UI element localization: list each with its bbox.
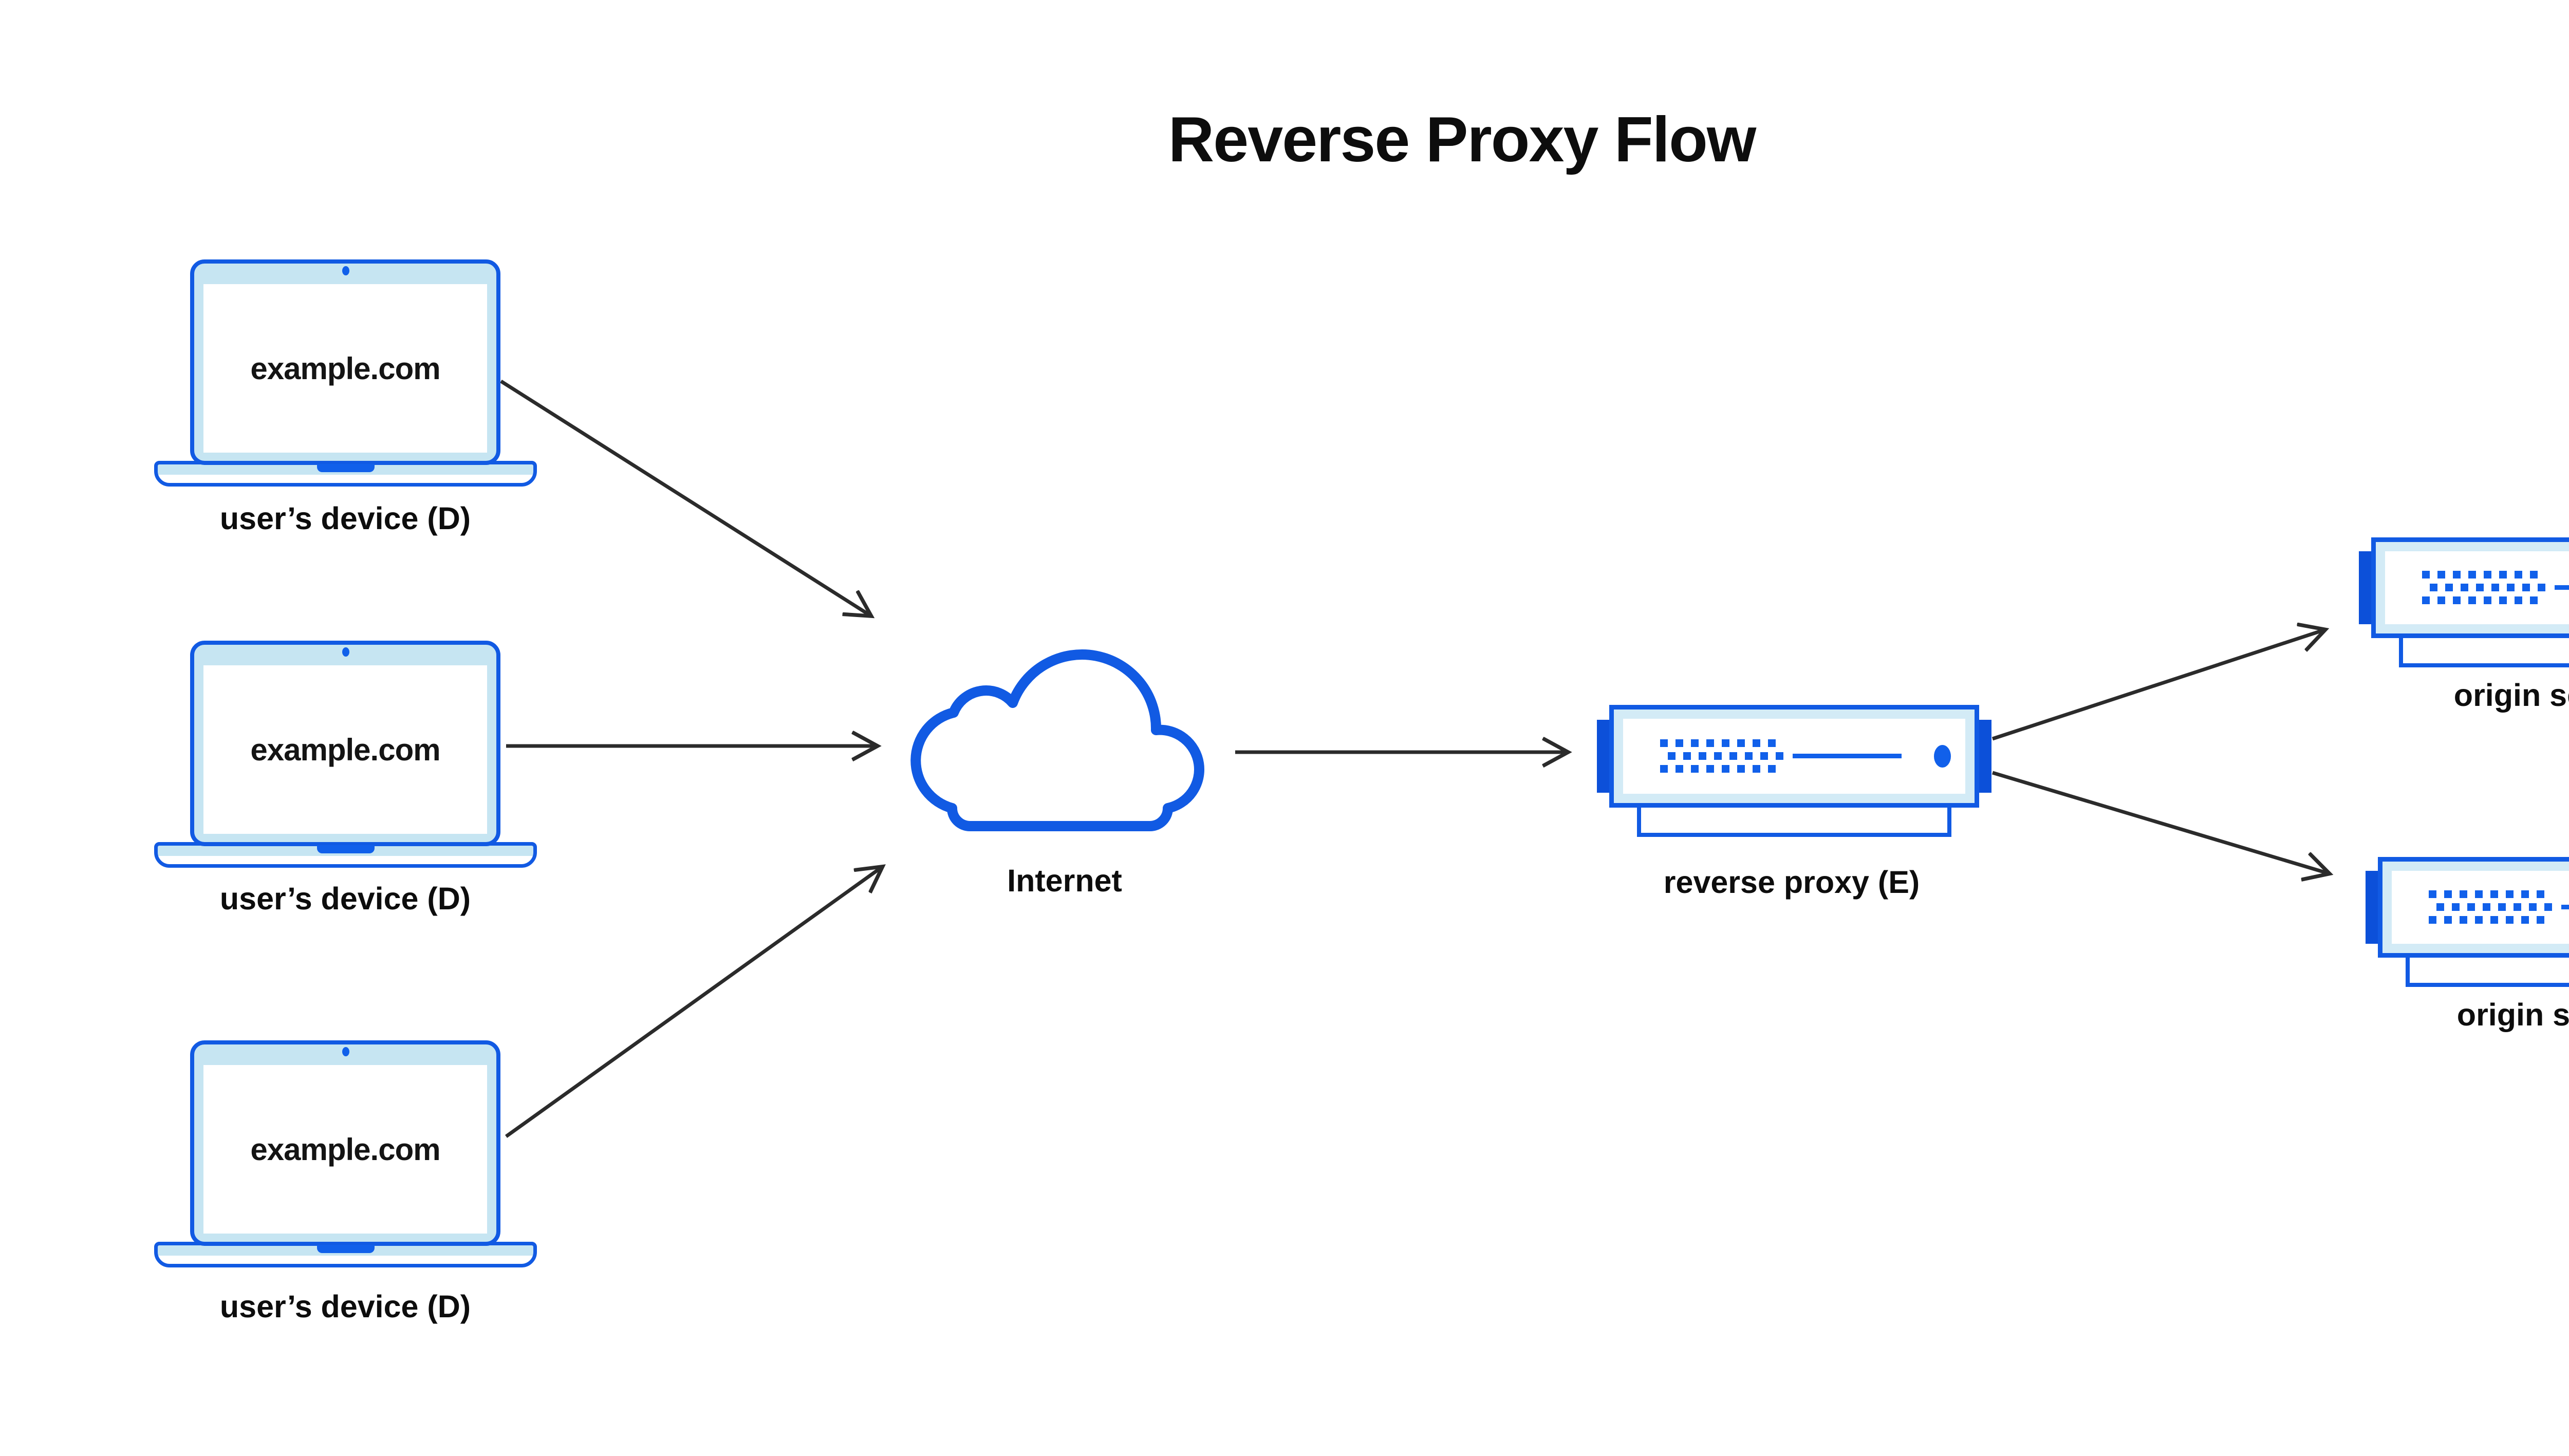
arrow-device3-to-internet bbox=[505, 867, 882, 1138]
server-slot-line bbox=[2561, 905, 2569, 909]
laptop-notch bbox=[317, 1245, 375, 1253]
reverse-proxy-node bbox=[1597, 705, 1991, 837]
server-icon bbox=[2378, 857, 2569, 958]
server-face-panel bbox=[1623, 719, 1965, 794]
device-screen-text: example.com bbox=[250, 732, 440, 767]
laptop-camera-dot bbox=[342, 1047, 349, 1056]
device-screen-text: example.com bbox=[250, 351, 440, 386]
origin-server-2-label: origin server (F) bbox=[2456, 997, 2569, 1032]
laptop-camera-dot bbox=[342, 647, 349, 657]
arrow-device1-to-internet bbox=[500, 380, 870, 615]
server-vent-dots bbox=[2429, 890, 2552, 924]
origin-server-1-label: origin server (F) bbox=[2453, 678, 2569, 713]
server-icon bbox=[2371, 537, 2569, 638]
laptop-icon: example.com bbox=[190, 259, 500, 465]
origin-server-2 bbox=[2366, 857, 2569, 987]
arrow-proxy-to-origin1 bbox=[1991, 630, 2324, 741]
arrow-proxy-to-origin2 bbox=[1991, 771, 2329, 873]
laptop-screen: example.com bbox=[203, 284, 487, 453]
server-slot-line bbox=[2555, 585, 2569, 590]
laptop-screen: example.com bbox=[203, 1065, 487, 1234]
laptop-notch bbox=[317, 464, 375, 472]
user-device-3: example.com bbox=[154, 1040, 537, 1269]
laptop-notch bbox=[317, 845, 375, 853]
user-device-3-label: user’s device (D) bbox=[219, 1289, 471, 1324]
device-screen-text: example.com bbox=[250, 1132, 440, 1167]
user-device-1-label: user’s device (D) bbox=[219, 501, 471, 536]
laptop-camera-dot bbox=[342, 266, 349, 275]
server-slot-line bbox=[1793, 754, 1902, 758]
laptop-screen: example.com bbox=[203, 665, 487, 834]
user-device-1: example.com bbox=[154, 259, 537, 488]
reverse-proxy-label: reverse proxy (E) bbox=[1663, 865, 1920, 900]
cloud-icon bbox=[910, 649, 1204, 831]
server-power-dot bbox=[1934, 745, 1951, 768]
server-face-panel bbox=[2392, 871, 2569, 944]
user-device-2-label: user’s device (D) bbox=[219, 881, 471, 916]
server-icon bbox=[1609, 705, 1979, 808]
server-face-panel bbox=[2385, 551, 2569, 624]
laptop-icon: example.com bbox=[190, 641, 500, 846]
internet-label: Internet bbox=[1007, 863, 1122, 898]
page-title: Reverse Proxy Flow bbox=[1168, 104, 1757, 175]
internet-node bbox=[908, 641, 1217, 845]
server-vent-dots bbox=[1660, 739, 1783, 773]
origin-server-1 bbox=[2359, 537, 2569, 667]
user-device-2: example.com bbox=[154, 641, 537, 869]
server-vent-dots bbox=[2422, 571, 2545, 605]
laptop-icon: example.com bbox=[190, 1040, 500, 1246]
